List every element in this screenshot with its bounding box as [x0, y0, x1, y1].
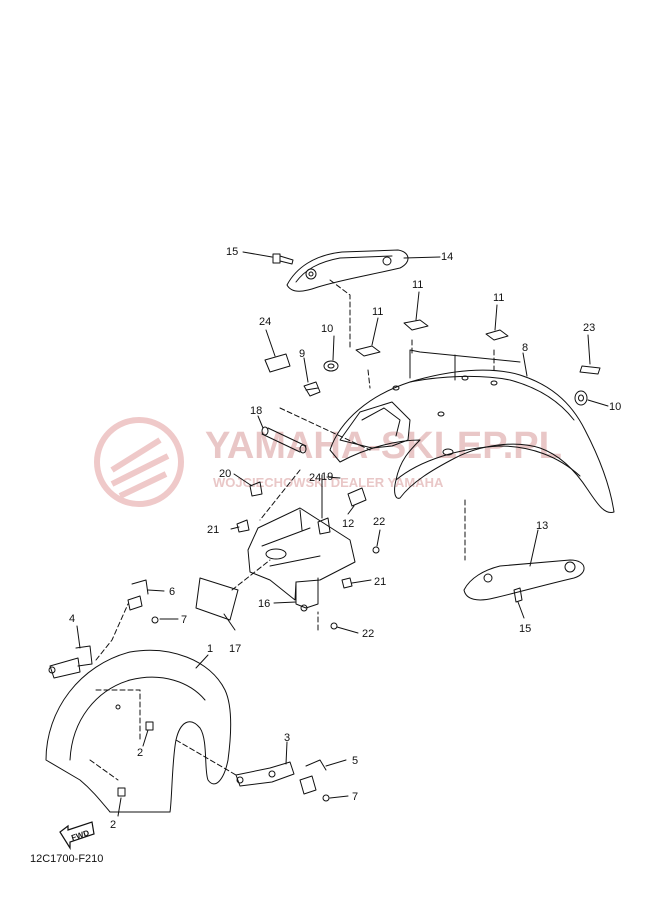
- callout-21-right: 21: [374, 576, 386, 588]
- diagram-code: 12C1700-F210: [30, 853, 103, 865]
- part-18-rod: [261, 426, 307, 454]
- part-2-bolt-b: [117, 787, 126, 797]
- part-11-pad-b: [403, 319, 429, 331]
- callout-18: 18: [250, 405, 262, 417]
- callout-5: 5: [352, 755, 358, 767]
- part-7-bolt-b: [322, 794, 330, 802]
- callout-23: 23: [583, 322, 595, 334]
- part-16-license-bracket: [247, 507, 356, 612]
- callout-20: 20: [219, 468, 231, 480]
- part-14-grab-rail: [286, 249, 409, 292]
- callout-11-a: 11: [372, 306, 383, 318]
- part-3-bracket: [235, 761, 295, 787]
- callout-11-b: 11: [412, 279, 423, 291]
- part-8-rear-fender: [329, 369, 615, 514]
- callout-24-lower: 24: [309, 472, 321, 484]
- callout-4: 4: [69, 613, 75, 625]
- callout-10-left: 10: [321, 323, 333, 335]
- callout-6: 6: [169, 586, 175, 598]
- callout-12: 12: [342, 518, 354, 530]
- callout-17: 17: [229, 643, 241, 655]
- part-10-grommet-a: [323, 360, 339, 372]
- part-2-bolt-a: [145, 721, 154, 731]
- watermark-sub-text: WOJCIECHOWSKI DEALER YAMAHA: [213, 475, 444, 490]
- callout-15-top: 15: [226, 246, 238, 258]
- part-9-clip: [303, 381, 321, 397]
- callout-3: 3: [284, 732, 290, 744]
- part-8-inner-panel: [409, 349, 521, 381]
- part-1-front-fender: [45, 649, 232, 813]
- part-19-clip: [317, 517, 331, 535]
- part-22-bolt-b: [330, 622, 338, 630]
- callout-7-upper: 7: [181, 614, 187, 626]
- part-4-bracket: [48, 645, 93, 679]
- callout-1: 1: [207, 643, 213, 655]
- part-7-bolt-a: [151, 616, 159, 624]
- callout-9: 9: [299, 348, 305, 360]
- part-11-pad-a: [355, 345, 381, 357]
- part-12-cover: [347, 487, 367, 507]
- callout-16: 16: [258, 598, 270, 610]
- callout-19: 19: [321, 471, 333, 483]
- part-21-nut-b: [341, 577, 353, 589]
- watermark: YAMAHA-SKLEP.PL WOJCIECHOWSKI DEALER YAM…: [94, 417, 562, 507]
- part-10-grommet-b: [574, 390, 588, 406]
- part-6-clamp: [127, 579, 149, 611]
- part-21-nut-a: [236, 519, 250, 533]
- callout-14: 14: [441, 251, 453, 263]
- callout-15-bottom: 15: [519, 623, 531, 635]
- part-22-bolt-a: [372, 546, 380, 554]
- part-13-grab-rail: [463, 559, 585, 601]
- part-24-pad: [264, 353, 291, 373]
- part-23-tag: [579, 365, 601, 375]
- callout-2-upper: 2: [137, 747, 143, 759]
- callout-24-upper: 24: [259, 316, 271, 328]
- callout-11-c: 11: [493, 292, 504, 304]
- fwd-arrow-icon: FWD: [59, 821, 95, 851]
- callout-7-lower: 7: [352, 791, 358, 803]
- watermark-logo: [94, 417, 184, 507]
- callout-22-lower: 22: [362, 628, 374, 640]
- part-5-clamp: [299, 759, 327, 795]
- part-11-pad-c: [485, 329, 509, 341]
- callout-8: 8: [522, 342, 528, 354]
- callout-10-right: 10: [609, 401, 621, 413]
- callout-2-lower: 2: [110, 819, 116, 831]
- callout-13: 13: [536, 520, 548, 532]
- alignment-lines: [89, 279, 495, 781]
- part-15-bolt-top: [272, 253, 294, 265]
- leader-lines: [76, 251, 609, 817]
- callout-labels: 1 2 2 3 4 5 6 7 7 8 9 10 10 11 11 11 12 …: [69, 246, 621, 831]
- callout-22-upper: 22: [373, 516, 385, 528]
- part-20-nut: [249, 481, 263, 497]
- part-17-reflector: [195, 577, 239, 621]
- part-15-bolt-bottom: [513, 587, 523, 603]
- callout-21-left: 21: [207, 524, 219, 536]
